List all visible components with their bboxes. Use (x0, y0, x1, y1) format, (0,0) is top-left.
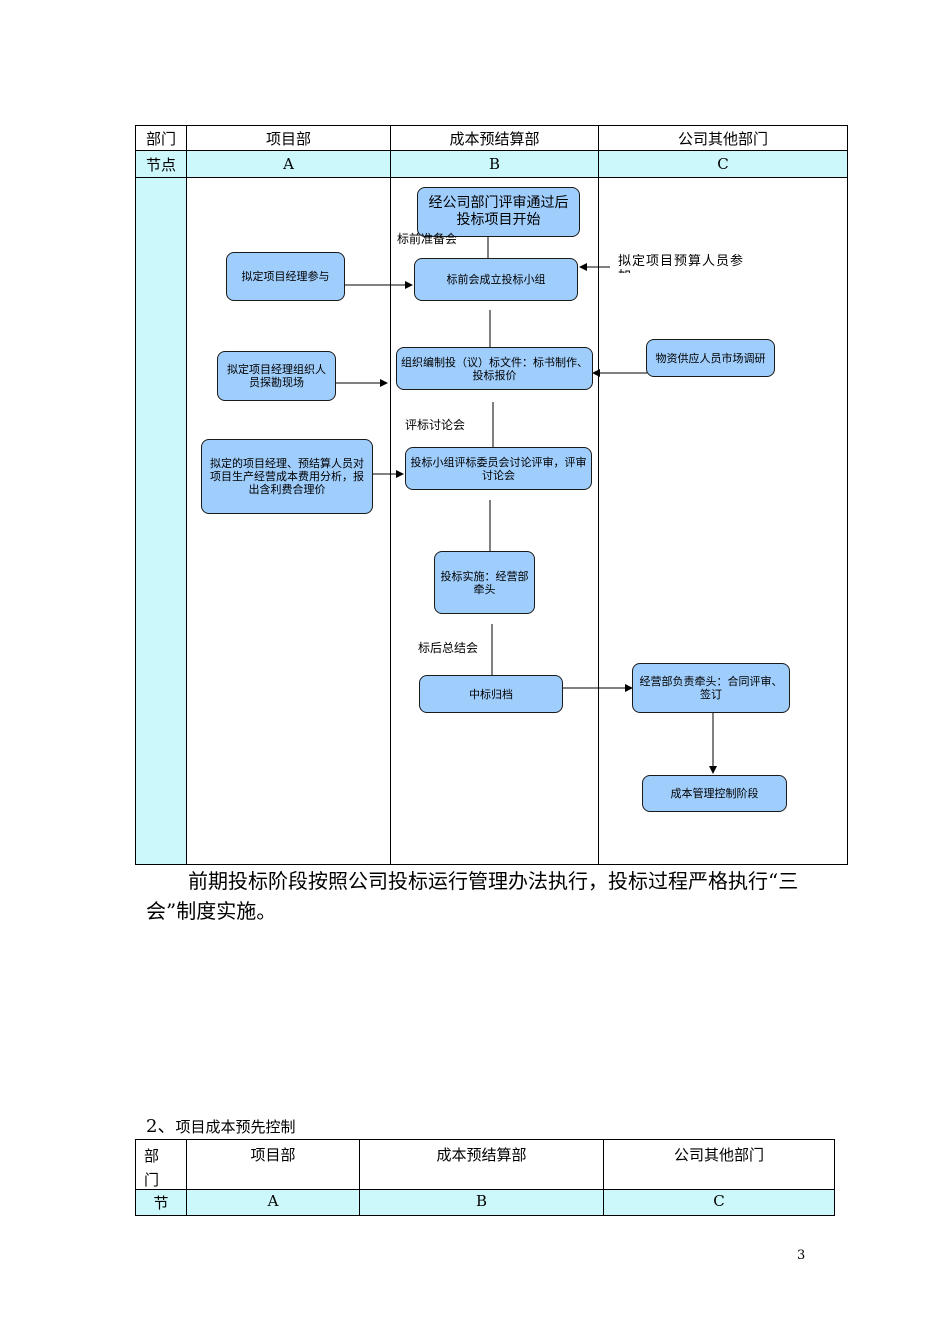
t2-dept-label: 部门 (144, 1147, 160, 1189)
node-c-cell: C (598, 150, 848, 178)
node-cost-analysis: 拟定的项目经理、预结算人员对项目生产经营成本费用分析，报出含利费合理价 (201, 439, 373, 514)
node-bid-team: 标前会成立投标小组 (414, 258, 578, 301)
label-evaluation-meeting: 评标讨论会 (405, 418, 466, 432)
t2-dept-b-cell: 成本预结算部 (359, 1139, 604, 1190)
t2-node-b-cell: B (359, 1189, 604, 1216)
node-cost-control: 成本管理控制阶段 (642, 775, 787, 812)
t2-node-header-cell: 节 (135, 1189, 187, 1216)
section-number: 2、 (146, 1116, 176, 1137)
node-site-survey: 拟定项目经理组织人员探勘现场 (217, 351, 336, 401)
node-start: 经公司部门评审通过后投标项目开始 (417, 187, 580, 237)
t2-dept-a-cell: 项目部 (186, 1139, 360, 1190)
t2-dept-c-cell: 公司其他部门 (603, 1139, 835, 1190)
node-header-cell: 节点 (135, 150, 187, 178)
section-title: 项目成本预先控制 (175, 1118, 296, 1136)
t2-node-a-cell: A (186, 1189, 360, 1216)
node-market-research: 物资供应人员市场调研 (646, 339, 775, 377)
node-pm-participate: 拟定项目经理参与 (226, 252, 345, 301)
node-contract: 经营部负责牵头：合同评审、签订 (632, 663, 790, 713)
left-band (135, 177, 187, 865)
label-post-bid-meeting: 标后总结会 (418, 641, 479, 655)
node-review: 投标小组评标委员会讨论评审，评审讨论会 (405, 447, 592, 490)
note-budget-staff: 拟定项目预算人员参加 (618, 254, 745, 273)
t2-dept-header-cell: 部门 (135, 1139, 187, 1190)
node-bid-docs: 组织编制投（议）标文件：标书制作、投标报价 (396, 347, 593, 390)
label-pre-bid-meeting: 标前准备会 (397, 232, 458, 246)
t2-node-c-cell: C (603, 1189, 835, 1216)
lane-c (598, 177, 848, 865)
body-paragraph: 前期投标阶段按照公司投标运行管理办法执行，投标过程严格执行“三会”制度实施。 (146, 869, 799, 923)
section-heading: 2、项目成本预先控制 (146, 1114, 295, 1140)
node-archive: 中标归档 (419, 675, 563, 713)
page-number: 3 (797, 1248, 806, 1263)
node-implementation: 投标实施：经营部牵头 (434, 551, 535, 614)
